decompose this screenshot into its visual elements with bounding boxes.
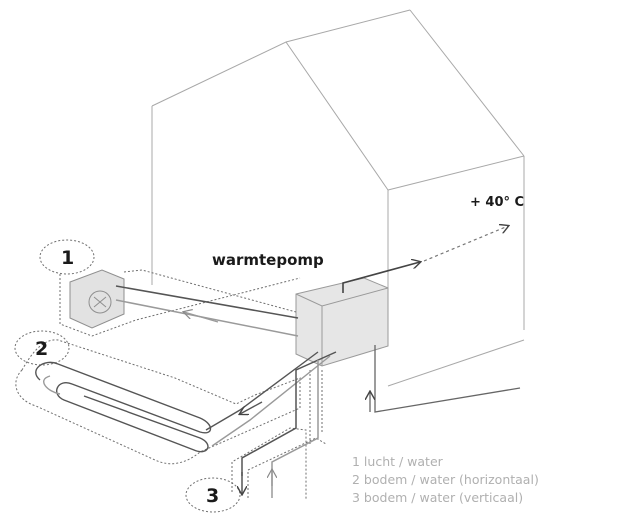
ground-coil <box>35 351 331 453</box>
marker-2: 2 <box>35 338 48 360</box>
marker-3: 3 <box>206 485 219 507</box>
distribution-pipe <box>370 345 521 413</box>
air-loop-pipes <box>115 285 299 337</box>
air-unit <box>69 269 125 329</box>
output-pipe <box>342 226 508 293</box>
legend: 1 lucht / water 2 bodem / water (horizon… <box>352 454 539 505</box>
output-temperature-label: + 40° C <box>470 195 524 210</box>
legend-item-1: 1 lucht / water <box>352 454 444 469</box>
legend-item-3: 3 bodem / water (verticaal) <box>352 490 523 505</box>
heat-pump-unit <box>295 277 389 367</box>
vertical-probe <box>242 351 337 498</box>
marker-1: 1 <box>61 247 74 269</box>
dotted-enclosures <box>14 239 327 513</box>
legend-item-2: 2 bodem / water (horizontaal) <box>352 472 539 487</box>
heat-pump-label: warmtepomp <box>212 251 324 269</box>
house-outline <box>151 9 525 387</box>
